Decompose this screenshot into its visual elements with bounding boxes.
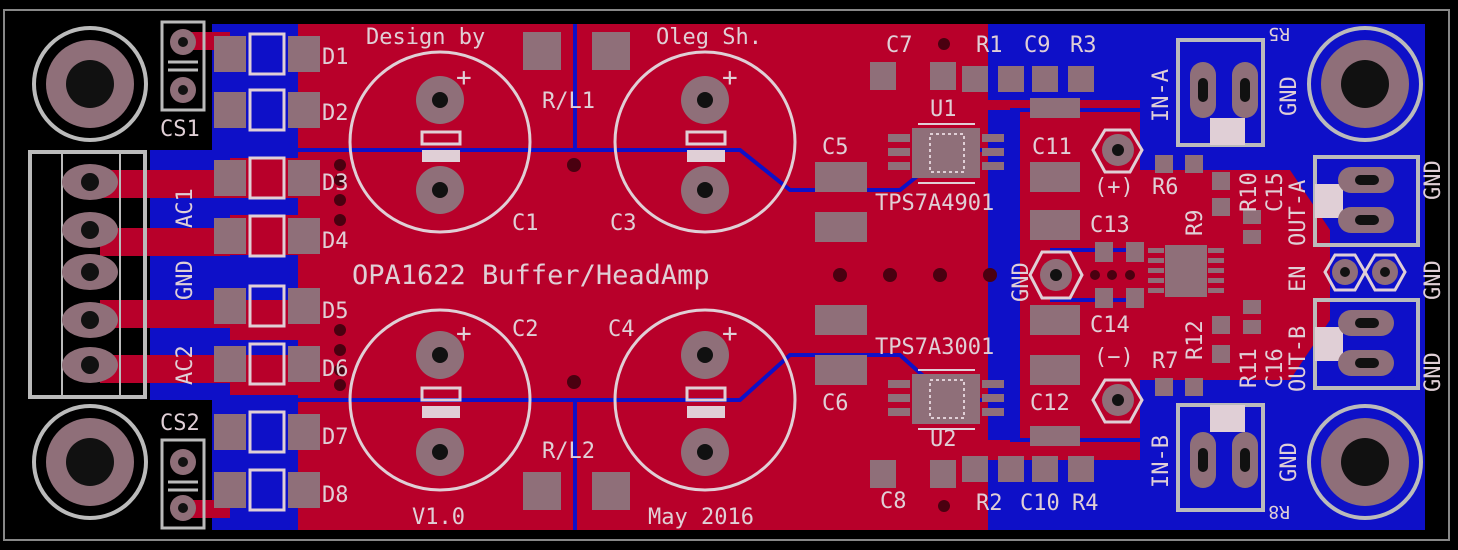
in-a-connector xyxy=(1176,38,1265,147)
mount-hole-bottom-right xyxy=(1307,404,1423,520)
gnd-a-label: GND xyxy=(1277,76,1302,116)
board-outline xyxy=(3,9,1450,541)
c4-label: C4 xyxy=(608,317,635,342)
in-b-connector xyxy=(1176,403,1265,512)
r4-label: R4 xyxy=(1072,491,1099,516)
c7-label: C7 xyxy=(886,33,913,58)
credit-line1: Design by xyxy=(366,25,485,50)
c12-label: C12 xyxy=(1030,391,1070,416)
gnd-right-3: GND xyxy=(1421,352,1446,392)
mount-hole-bottom-left xyxy=(32,404,148,520)
test-point-gnd xyxy=(1028,250,1084,300)
out-a-connector xyxy=(1313,155,1420,247)
gnd-b-label: GND xyxy=(1277,442,1302,482)
en-jumper xyxy=(1323,253,1407,292)
input-terminal-block xyxy=(28,150,147,399)
regulator-u1 xyxy=(888,123,1004,184)
c9-label: C9 xyxy=(1024,33,1051,58)
c11-label: C11 xyxy=(1032,135,1072,160)
c2-label: C2 xyxy=(512,317,539,342)
c6-label: C6 xyxy=(822,391,849,416)
gnd-mid-label: GND xyxy=(1009,262,1034,302)
in-a-label: IN-A xyxy=(1149,69,1174,122)
gnd-in-label: GND xyxy=(173,260,198,300)
opamp-chip xyxy=(1148,245,1224,297)
regulator-u2 xyxy=(888,369,1004,430)
out-b-label: OUT-B xyxy=(1286,326,1311,392)
c15-label: C15 xyxy=(1263,172,1288,212)
credit-line2: Oleg Sh. xyxy=(656,25,762,50)
rl1-label: R/L1 xyxy=(542,89,595,114)
r10-label: R10 xyxy=(1237,172,1262,212)
r12-label: R12 xyxy=(1183,320,1208,360)
gnd-right-1: GND xyxy=(1421,160,1446,200)
diode-outlines xyxy=(248,32,286,512)
plus-c4: + xyxy=(722,319,738,349)
out-a-label: OUT-A xyxy=(1286,180,1311,246)
test-point-neg xyxy=(1091,378,1144,424)
d1-label: D1 xyxy=(322,45,349,70)
gnd-right-2: GND xyxy=(1421,260,1446,300)
r3-label: R3 xyxy=(1070,33,1097,58)
u1-label: U1 xyxy=(930,97,957,122)
c16-label: C16 xyxy=(1263,348,1288,388)
test-point-pos xyxy=(1091,128,1144,174)
r8-label: R8 xyxy=(1268,501,1290,522)
r2-label: R2 xyxy=(976,491,1003,516)
diode-pads xyxy=(214,36,320,508)
capacitor-c2 xyxy=(348,308,532,492)
r11-label: R11 xyxy=(1237,348,1262,388)
cs1-jumper xyxy=(160,20,206,112)
capacitor-c3 xyxy=(613,50,797,234)
d4-label: D4 xyxy=(322,229,349,254)
version-label: V1.0 xyxy=(412,505,465,530)
c13-label: C13 xyxy=(1090,213,1130,238)
c10-label: C10 xyxy=(1020,491,1060,516)
mount-hole-top-right xyxy=(1307,26,1423,142)
r1-label: R1 xyxy=(976,33,1003,58)
en-label: EN xyxy=(1286,266,1311,293)
pos-label: (+) xyxy=(1094,175,1134,200)
smd-pads xyxy=(523,32,1261,510)
d8-label: D8 xyxy=(322,483,349,508)
cs2-label: CS2 xyxy=(160,411,200,436)
r5-label: R5 xyxy=(1268,23,1290,44)
cs2-jumper xyxy=(160,438,206,530)
rl2-label: R/L2 xyxy=(542,439,595,464)
r6-label: R6 xyxy=(1152,175,1179,200)
capacitor-c4 xyxy=(613,308,797,492)
r7-label: R7 xyxy=(1152,349,1179,374)
d6-label: D6 xyxy=(322,357,349,382)
in-b-label: IN-B xyxy=(1149,435,1174,488)
c3-label: C3 xyxy=(610,211,637,236)
d3-label: D3 xyxy=(322,171,349,196)
ac2-label: AC2 xyxy=(173,345,198,385)
r9-label: R9 xyxy=(1183,210,1208,237)
u2-label: U2 xyxy=(930,427,957,452)
c8-label: C8 xyxy=(880,489,907,514)
date-label: May 2016 xyxy=(648,505,754,530)
vias xyxy=(334,38,1135,512)
plus-c1: + xyxy=(456,63,472,93)
regulator-bottom-label: TPS7A3001 xyxy=(875,335,994,360)
ac1-label: AC1 xyxy=(173,188,198,228)
plus-c3: + xyxy=(722,63,738,93)
mount-hole-top-left xyxy=(32,26,148,142)
cs1-label: CS1 xyxy=(160,117,200,142)
d5-label: D5 xyxy=(322,299,349,324)
capacitor-c1 xyxy=(348,50,532,234)
d2-label: D2 xyxy=(322,101,349,126)
silk-labels: Design by Oleg Sh. OPA1622 Buffer/HeadAm… xyxy=(160,23,1446,530)
out-b-connector xyxy=(1313,298,1420,390)
c14-label: C14 xyxy=(1090,313,1130,338)
neg-label: (−) xyxy=(1094,345,1134,370)
c1-label: C1 xyxy=(512,211,539,236)
plus-c2: + xyxy=(456,319,472,349)
board-title: OPA1622 Buffer/HeadAmp xyxy=(352,260,710,291)
regulator-top-label: TPS7A4901 xyxy=(875,191,994,216)
c5-label: C5 xyxy=(822,135,849,160)
d7-label: D7 xyxy=(322,425,349,450)
